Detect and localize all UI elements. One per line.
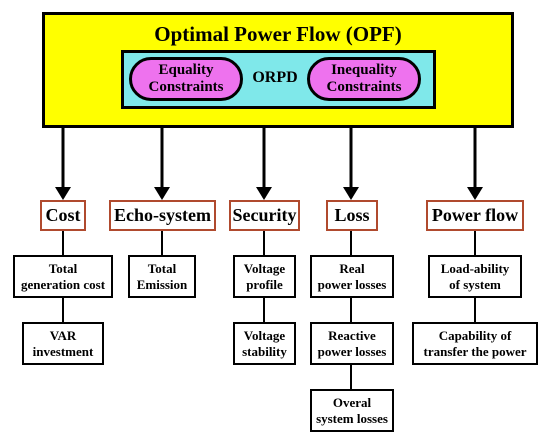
category-loss: Loss <box>326 200 378 231</box>
arrow-head-loss <box>343 187 359 200</box>
orpd-label: ORPD <box>252 69 298 86</box>
category-cost: Cost <box>40 200 86 231</box>
item-voltage-stability: Voltage stability <box>233 322 296 365</box>
item-real-power-losses: Real power losses <box>310 255 394 298</box>
arrow-head-power-flow <box>467 187 483 200</box>
item-total-generation-cost: Total generation cost <box>13 255 113 298</box>
item-capability-of-transfer: Capability of transfer the power <box>412 322 538 365</box>
category-security: Security <box>229 200 300 231</box>
arrow-head-cost <box>55 187 71 200</box>
equality-constraints-pill: Equality Constraints <box>129 57 243 101</box>
category-power-flow: Power flow <box>426 200 524 231</box>
opf-title: Optimal Power Flow (OPF) <box>154 22 402 46</box>
item-overal-system-losses: Overal system losses <box>310 389 394 432</box>
item-reactive-power-losses: Reactive power losses <box>310 322 394 365</box>
arrow-head-security <box>256 187 272 200</box>
category-echo-system: Echo-system <box>109 200 216 231</box>
inequality-constraints-pill: Inequality Constraints <box>307 57 421 101</box>
item-total-emission: Total Emission <box>128 255 196 298</box>
item-load-ability-of-system: Load-ability of system <box>428 255 522 298</box>
arrow-head-echo-system <box>154 187 170 200</box>
item-voltage-profile: Voltage profile <box>233 255 296 298</box>
item-var-investment: VAR investment <box>22 322 104 365</box>
